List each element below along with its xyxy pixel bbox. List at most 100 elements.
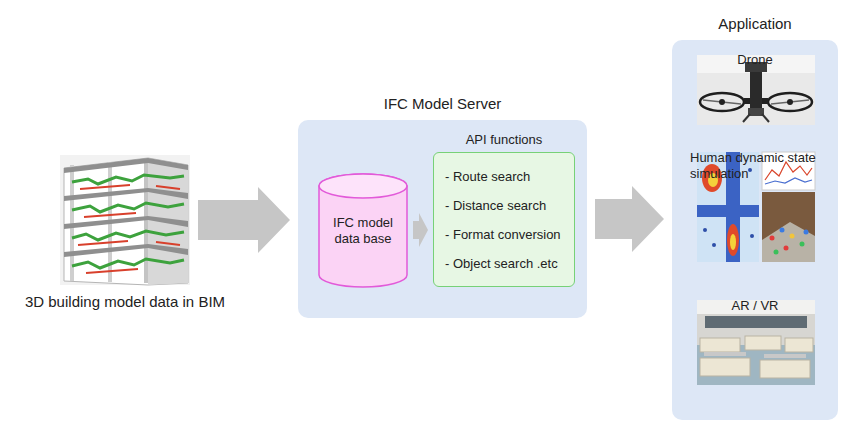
simulation-illustration: [697, 152, 815, 262]
illustration-part: [64, 158, 188, 173]
bim-building-illustration: [60, 155, 190, 285]
illustration-part: [770, 236, 775, 241]
bim-image-node: 3D building model data in BIM: [60, 155, 190, 285]
illustration-part: [72, 175, 184, 184]
app-label: AR / VR: [690, 298, 820, 314]
illustration-part: [700, 338, 740, 352]
database-cylinder: IFC model data base: [318, 173, 408, 288]
illustration-part: [764, 354, 806, 358]
illustration-part: [760, 360, 810, 378]
illustration-part: [705, 316, 807, 328]
arvr-node: AR / VR: [690, 298, 820, 410]
illustration-part: [804, 230, 809, 235]
illustration-part: [697, 300, 815, 314]
illustration-part: [697, 345, 815, 385]
illustration-part: [86, 269, 138, 273]
illustration-part: [762, 222, 815, 262]
illustration-part: [712, 243, 716, 247]
cylinder-top: [319, 174, 407, 198]
illustration-part: [748, 168, 752, 172]
panel-title: IFC Model Server: [384, 96, 502, 112]
illustration-part: [750, 64, 762, 110]
illustration-part: [787, 99, 793, 105]
drone-node: Drone: [690, 52, 820, 146]
illustration-part: [697, 55, 815, 73]
cylinder-body: [319, 174, 407, 287]
illustration-part: [790, 234, 795, 239]
illustration-part: [80, 185, 130, 189]
illustration-part: [697, 55, 815, 125]
illustration-part: [784, 246, 789, 251]
application-panel: DroneHuman dynamic state simulation AR / …: [672, 40, 838, 420]
list-heading: API functions: [466, 132, 543, 148]
api-item: - Distance search: [445, 198, 546, 214]
illustration-part: [78, 241, 128, 245]
block-arrow: [595, 186, 664, 252]
illustration-part: [780, 228, 785, 233]
illustration-part: [72, 259, 184, 268]
illustration-part: [762, 192, 815, 262]
illustration-part: [703, 228, 707, 232]
illustration-part: [719, 99, 725, 105]
illustration-part: [727, 224, 739, 256]
caption-label: 3D building model data in BIM: [25, 294, 225, 310]
illustration-part: [730, 234, 736, 250]
app-label: Human dynamic state simulation: [682, 150, 828, 182]
illustration-part: [744, 98, 768, 104]
illustration-part: [60, 155, 190, 285]
illustration-part: [697, 152, 759, 262]
illustration-part: [800, 242, 805, 247]
illustration-part: [768, 93, 812, 111]
illustration-part: [64, 188, 188, 201]
illustration-part: [774, 250, 779, 255]
api-item: - Format conversion: [445, 227, 561, 243]
illustration-part: [750, 234, 754, 238]
panel-title: Application: [718, 16, 791, 32]
illustration-part: [156, 242, 180, 245]
drone-illustration: [697, 55, 815, 125]
illustration-part: [84, 213, 136, 217]
illustration-part: [702, 164, 722, 192]
api-item: - Route search: [445, 169, 530, 185]
db-label: IFC model data base: [327, 215, 399, 247]
illustration-part: [700, 358, 750, 376]
illustration-part: [148, 158, 188, 285]
illustration-part: [762, 152, 815, 190]
illustration-part: [70, 165, 74, 281]
illustration-part: [64, 216, 188, 229]
block-arrow: [198, 187, 290, 253]
api-item: - Object search .etc: [445, 256, 558, 272]
illustration-part: [72, 203, 184, 212]
illustration-part: [72, 231, 184, 240]
illustration-part: [726, 152, 740, 262]
illustration-part: [703, 100, 741, 104]
server-panel: IFC model data baseAPI functions- Route …: [298, 120, 587, 318]
office-vr-illustration: [697, 300, 815, 385]
illustration-part: [771, 100, 809, 104]
illustration-part: [700, 93, 744, 111]
illustration-part: [785, 338, 813, 352]
illustration-part: [765, 178, 812, 184]
illustration-part: [748, 108, 764, 116]
illustration-part: [64, 244, 188, 257]
illustration-part: [765, 162, 812, 180]
api-box: API functions- Route search- Distance se…: [433, 152, 575, 287]
illustration-part: [762, 114, 769, 122]
illustration-part: [745, 62, 767, 72]
illustration-part: [697, 205, 759, 217]
illustration-part: [64, 158, 188, 285]
illustration-part: [697, 300, 815, 385]
illustration-part: [745, 336, 781, 350]
illustration-part: [108, 162, 112, 282]
illustration-part: [704, 352, 746, 356]
simulation-node: Human dynamic state simulation: [682, 150, 828, 295]
illustration-part: [156, 186, 180, 189]
illustration-part: [708, 173, 718, 187]
illustration-part: [743, 114, 750, 122]
illustration-part: [144, 159, 148, 283]
app-label: Drone: [690, 52, 820, 68]
block-arrow: [413, 213, 428, 247]
